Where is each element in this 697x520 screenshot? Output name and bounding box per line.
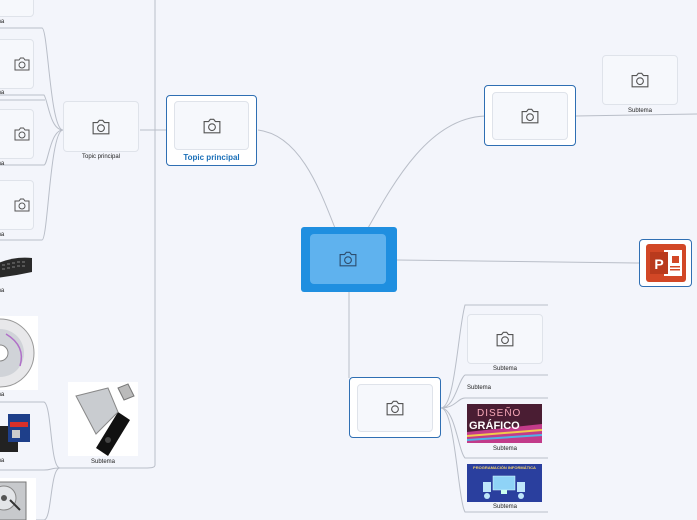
usb-drive-image[interactable] (68, 382, 138, 456)
topic-image-placeholder (174, 101, 249, 150)
powerpoint-icon: P (646, 244, 686, 282)
programming-banner-title: PROGRAMACIÓN INFORMÁTICA (473, 465, 536, 470)
camera-icon (14, 198, 30, 212)
design-banner-image[interactable]: DISEÑO GRÁFICO (467, 404, 542, 443)
subtopic-label: ma (0, 161, 5, 167)
subtopic-label: ma (0, 19, 5, 25)
cd-image[interactable] (0, 316, 38, 390)
usb-drive-icon (75, 383, 135, 456)
bottom-image-placeholder (357, 384, 433, 432)
central-image-placeholder (310, 234, 386, 284)
hard-drive-icon (0, 481, 27, 520)
subtopic-label: ma (0, 288, 5, 294)
subtopic-label: Subtema (492, 504, 517, 510)
cd-icon (0, 318, 35, 388)
topic-principal-label: Topic principal (183, 153, 240, 162)
powerpoint-node[interactable]: P (639, 239, 692, 287)
topic-label: Topic principal (81, 154, 121, 160)
camera-icon (521, 108, 539, 124)
computer-icon (483, 475, 525, 499)
topic-tile[interactable] (63, 101, 139, 152)
camera-icon (14, 57, 30, 71)
subtopic-tile[interactable] (0, 0, 34, 17)
subtopic-tile[interactable] (467, 314, 543, 364)
central-node[interactable] (301, 227, 397, 292)
usb-label: Subtema (90, 459, 115, 465)
subtopic-tile[interactable] (0, 39, 34, 89)
camera-icon (14, 127, 30, 141)
camera-icon (496, 331, 514, 347)
camera-icon (339, 251, 357, 267)
topic-principal-node[interactable]: Topic principal (166, 95, 257, 166)
keyboard-icon (0, 257, 32, 278)
sd-card-image[interactable] (0, 410, 36, 456)
keyboard-image[interactable] (0, 250, 34, 286)
camera-icon (92, 119, 110, 134)
powerpoint-letter: P (654, 256, 663, 272)
design-banner-graphic (467, 404, 542, 443)
subtopic-label: ma (0, 392, 5, 398)
subtopic-tile[interactable] (0, 180, 34, 230)
subtopic-label: Subtema (492, 366, 517, 372)
design-banner-title: DISEÑO (477, 408, 522, 419)
camera-icon (386, 400, 404, 416)
subtopic-label: ma (0, 232, 5, 238)
design-banner-subtitle: GRÁFICO (469, 420, 520, 432)
sd-card-icon (0, 414, 30, 452)
bottom-node[interactable] (349, 377, 441, 438)
camera-icon (203, 118, 220, 133)
subtopic-label: Subtema (467, 385, 492, 391)
programming-banner-image[interactable]: PROGRAMACIÓN INFORMÁTICA (467, 464, 542, 502)
subtopic-label: Subtema (492, 446, 517, 452)
right-top-image-placeholder (492, 92, 568, 140)
subtopic-label: Subtema (627, 108, 652, 114)
subtopic-label: ma (0, 90, 5, 96)
camera-icon (631, 72, 649, 88)
right-top-node[interactable] (484, 85, 576, 146)
subtopic-tile[interactable] (0, 109, 34, 159)
hard-drive-image[interactable] (0, 478, 36, 520)
subtopic-tile[interactable] (602, 55, 678, 105)
subtopic-label: ma (0, 458, 5, 464)
